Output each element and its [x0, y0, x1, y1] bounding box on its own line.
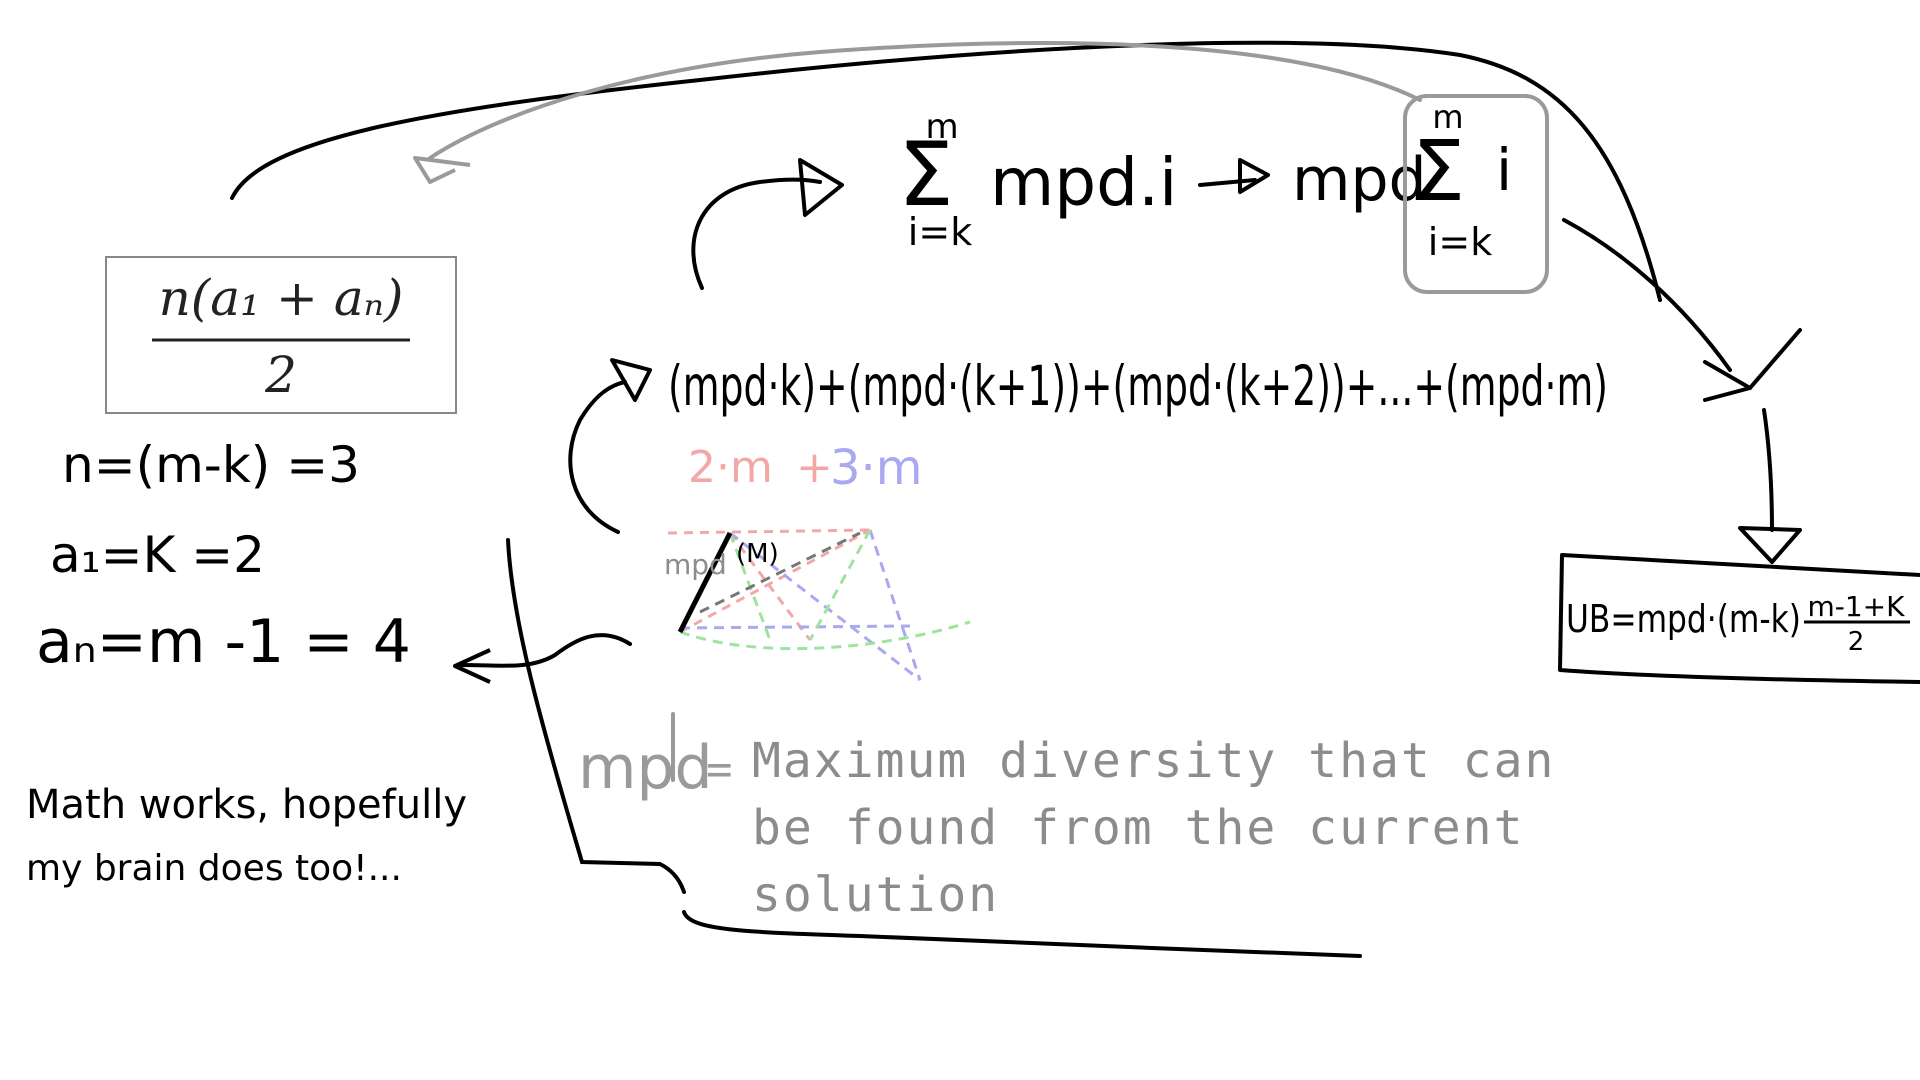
arrow-sketch-to-expansion-head	[610, 358, 652, 402]
note-line-1: Math works, hopefully	[26, 782, 467, 828]
frame-bottom	[682, 910, 1362, 958]
sum-upper: m	[925, 107, 958, 147]
arrow-to-result-head	[1738, 526, 1802, 564]
param-a1: a₁=K =2	[50, 526, 265, 584]
checkmark-arrowhead	[1703, 328, 1802, 402]
factored-upper: m	[1432, 98, 1463, 136]
arc-black-top	[230, 40, 1662, 302]
sketch-term-b: 3·m	[830, 440, 923, 496]
factored-sigma: Σ	[1412, 122, 1465, 220]
definition-line-1: Maximum diversity that can	[752, 733, 1556, 789]
formula-denominator: 2	[264, 346, 297, 404]
result-frac-den: 2	[1848, 627, 1865, 657]
definition-line-3: solution	[752, 867, 1000, 923]
frame-left	[506, 538, 686, 894]
definition-symbol: mpd	[578, 733, 713, 803]
definition-line-2: be found from the current	[752, 800, 1525, 856]
formula-numerator: n(a₁ + aₙ)	[159, 269, 404, 327]
result-frac-num: m-1+K	[1807, 590, 1905, 623]
note-line-2: my brain does too!...	[26, 848, 402, 889]
sketch-plus: +	[796, 442, 833, 493]
arrow-to-an	[460, 633, 632, 668]
arrow-sum-to-factored	[1198, 178, 1257, 187]
arc-grey-back	[428, 41, 1422, 160]
result-prefix: UB=mpd·(m-k)	[1566, 597, 1801, 641]
arrow-expansion-to-sum-head	[798, 158, 844, 217]
param-n: n=(m-k) =3	[62, 436, 360, 494]
arrow-to-an-head	[453, 648, 491, 684]
definition-equals: =	[706, 744, 733, 795]
sum-term: mpd.i	[990, 144, 1177, 221]
arrow-sum-to-factored-head	[1238, 158, 1270, 194]
sketch-node-label: mpd	[664, 548, 727, 581]
arrow-sketch-to-expansion	[568, 380, 627, 534]
sum-lower: i=k	[908, 210, 972, 254]
sketch-graph	[667, 528, 971, 682]
arrow-expansion-to-sum	[691, 177, 822, 290]
formula-box	[105, 256, 457, 414]
factored-lower: i=k	[1428, 220, 1492, 264]
arrow-factored-to-check	[1562, 218, 1732, 372]
arrow-to-result	[1762, 408, 1774, 532]
sum-sigma: Σ	[898, 123, 954, 226]
definition-text: Maximum diversity that can be found from…	[752, 728, 1612, 929]
expansion-text: (mpd·k)+(mpd·(k+1))+(mpd·(k+2))+...+(mpd…	[668, 354, 1608, 418]
sketch-node-label-b: (M)	[736, 539, 779, 569]
factored-term: i	[1496, 136, 1512, 204]
factored-highlight-box	[1403, 94, 1549, 294]
sketch-term-a: 2·m	[688, 442, 773, 493]
result-box	[1558, 553, 1920, 684]
arc-grey-arrowhead	[413, 156, 471, 184]
param-an: aₙ=m -1 = 4	[36, 607, 411, 677]
